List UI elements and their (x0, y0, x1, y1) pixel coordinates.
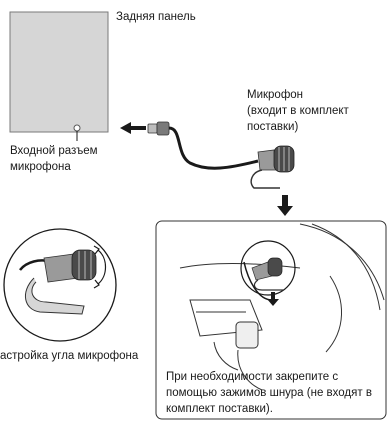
microphone-label-line2: (входит в комплект (247, 104, 349, 119)
note-line2: помощью зажимов шнура (не входят в (166, 386, 372, 401)
left-arrow-icon (120, 122, 146, 134)
rear-panel-label: Задняя панель (116, 10, 196, 25)
note-line3: комплект поставки). (166, 402, 273, 417)
note-line1: При необходимости закрепите с (166, 370, 338, 385)
mic-cable (169, 128, 258, 168)
rear-panel (10, 12, 108, 132)
microphone-label-line1: Микрофон (247, 88, 303, 103)
microphone-icon (258, 146, 294, 172)
mic-jack-label-line2: микрофона (10, 160, 71, 175)
down-arrow-icon (277, 195, 293, 216)
mic-jack-label-line1: Входной разъем (10, 144, 98, 159)
microphone-label-line3: поставки) (247, 120, 298, 135)
mic-plug (148, 122, 169, 135)
mic-input-jack (74, 125, 80, 131)
angle-adjust-label: астройка угла микрофона (0, 349, 138, 364)
mic-clip (251, 170, 280, 188)
